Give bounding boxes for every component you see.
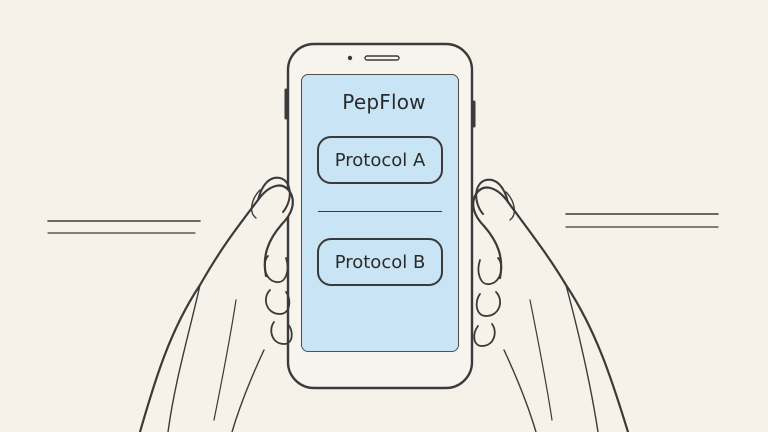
left-finger-2	[265, 289, 291, 315]
speaker-icon	[364, 55, 400, 61]
left-wrist-line	[231, 349, 265, 432]
app-title: PepFlow	[342, 90, 426, 114]
phone-screen	[302, 75, 458, 351]
left-thumb-crease	[250, 189, 261, 219]
protocol-a-label: Protocol A	[334, 149, 426, 171]
right-palm-line	[565, 284, 599, 432]
right-wrist-line	[503, 349, 537, 432]
divider	[318, 211, 442, 212]
left-palm-line	[167, 284, 201, 432]
left-thumb	[257, 176, 291, 213]
right-hand-outline	[472, 186, 630, 432]
right-finger-2	[475, 291, 501, 317]
protocol-a-button[interactable]: Protocol A	[317, 136, 443, 184]
right-finger-3	[473, 323, 496, 347]
protocol-b-label: Protocol B	[334, 251, 426, 273]
right-palm-crease	[529, 299, 553, 421]
left-palm-crease	[213, 299, 237, 421]
right-thumb-crease	[505, 191, 516, 221]
left-finger-1	[263, 255, 289, 283]
right-thumb	[475, 178, 509, 215]
front-camera-icon	[347, 55, 353, 61]
protocol-b-button[interactable]: Protocol B	[317, 238, 443, 286]
left-hand-outline	[138, 184, 294, 432]
left-finger-3	[270, 321, 293, 345]
right-finger-1	[477, 257, 503, 285]
